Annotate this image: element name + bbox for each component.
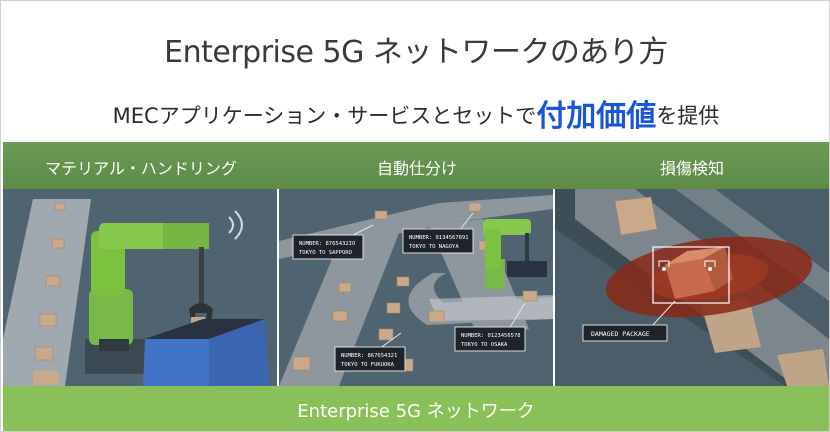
use-case-label-auto-sorting: 自動仕分け [376, 159, 457, 178]
page-subtitle: MECアプリケーション・サービスとセットで付加価値を提供 [1, 91, 829, 135]
subtitle-text: MECアプリケーション・サービスとセットで [112, 104, 537, 128]
sorting-robot-icon [483, 219, 547, 289]
damage-detection-illustration: DAMAGED PACKAGE [555, 189, 829, 386]
panel-divider [277, 189, 279, 386]
parcel-tag: NUMBER: 0123456578 TOKYO TO OSAKA [454, 302, 526, 352]
use-case-label-damage-detection: 損傷検知 [659, 159, 724, 178]
footer-banner: Enterprise 5G ネットワーク [3, 386, 829, 431]
material-handling-illustration [3, 189, 277, 386]
panel-divider [553, 189, 555, 386]
subtitle-suffix: を提供 [656, 104, 720, 128]
tag-route: TOKYO TO SAPPORO [299, 250, 352, 256]
tag-number: NUMBER: 867654321 [341, 353, 397, 359]
panel-damage-detection: DAMAGED PACKAGE [555, 189, 829, 386]
damage-tag: DAMAGED PACKAGE [582, 300, 676, 342]
tag-number: NUMBER: 0134567891 [409, 235, 469, 241]
page-title: Enterprise 5G ネットワークのあり方 [164, 35, 668, 70]
parcel-tag: NUMBER: 867654321 TOKYO TO FUKUOKA [334, 332, 406, 372]
subtitle-accent: 付加価値 [536, 99, 657, 134]
damage-tag-label: DAMAGED PACKAGE [591, 330, 650, 338]
tag-route: TOKYO TO FUKUOKA [341, 362, 395, 368]
detection-frame-icon [652, 246, 730, 304]
use-case-header-band: マテリアル・ハンドリング 自動仕分け 損傷検知 [3, 142, 829, 189]
tag-route: TOKYO TO OSAKA [461, 342, 508, 348]
use-case-label-material-handling: マテリアル・ハンドリング [45, 159, 237, 178]
parcel-tag: NUMBER: 0134567891 TOKYO TO NAGOYA [402, 212, 474, 254]
tag-number: NUMBER: 0123456578 [461, 333, 521, 339]
panel-material-handling [3, 189, 277, 386]
panel-auto-sorting: NUMBER: 8765432IO TOKYO TO SAPPORO NUMBE… [279, 189, 553, 386]
tag-number: NUMBER: 8765432IO [299, 241, 355, 247]
footer-label: Enterprise 5G ネットワーク [297, 401, 535, 422]
tag-route: TOKYO TO NAGOYA [409, 244, 459, 250]
parcel-tag: NUMBER: 8765432IO TOKYO TO SAPPORO [292, 224, 374, 260]
auto-sorting-illustration: NUMBER: 8765432IO TOKYO TO SAPPORO NUMBE… [279, 189, 553, 386]
use-case-panels: NUMBER: 8765432IO TOKYO TO SAPPORO NUMBE… [3, 189, 829, 386]
robot-arm-icon [85, 223, 213, 374]
